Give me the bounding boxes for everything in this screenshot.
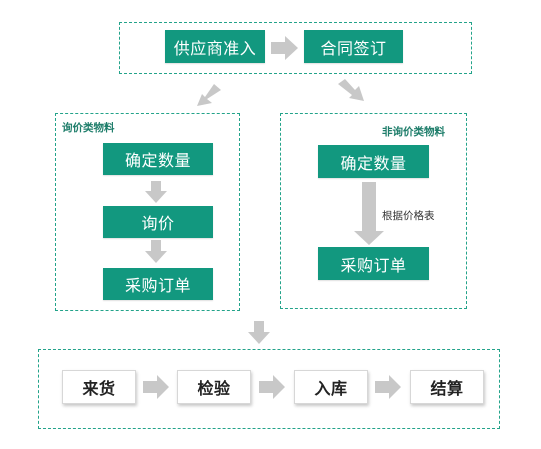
non-inquiry-quantity-node: 确定数量 — [318, 145, 429, 178]
inquiry-materials-title: 询价类物料 — [62, 122, 115, 134]
inspection-node: 检验 — [177, 370, 251, 404]
inquiry-purchase-order-label: 采购订单 — [124, 276, 191, 295]
non-inquiry-purchase-order-label: 采购订单 — [340, 255, 407, 275]
arrow-middle-to-bottom — [248, 321, 270, 344]
arrow-top-to-inquiry — [197, 84, 221, 106]
inquiry-quantity-label: 确定数量 — [124, 151, 191, 170]
price-list-edge-label: 根据价格表 — [382, 210, 435, 222]
inquiry-node: 询价 — [103, 206, 213, 238]
top-group-frame — [119, 22, 472, 74]
non-inquiry-materials-title: 非询价类物料 — [382, 126, 445, 138]
inquiry-purchase-order-node: 采购订单 — [103, 268, 213, 300]
receiving-node: 来货 — [62, 370, 136, 404]
non-inquiry-purchase-order-node: 采购订单 — [318, 247, 429, 280]
non-inquiry-quantity-label: 确定数量 — [340, 153, 407, 173]
supplier-admission-label: 供应商准入 — [173, 38, 257, 58]
inquiry-label: 询价 — [141, 214, 175, 233]
settlement-label: 结算 — [430, 379, 464, 398]
contract-signing-node: 合同签订 — [304, 30, 403, 63]
supplier-admission-node: 供应商准入 — [165, 30, 265, 63]
warehousing-label: 入库 — [314, 379, 348, 398]
contract-signing-label: 合同签订 — [320, 38, 387, 58]
arrow-top-to-non-inquiry — [338, 79, 364, 101]
settlement-node: 结算 — [410, 370, 484, 404]
bottom-group-frame — [38, 349, 500, 429]
receiving-label: 来货 — [82, 379, 116, 398]
inspection-label: 检验 — [197, 379, 231, 398]
inquiry-materials-frame — [55, 113, 240, 311]
non-inquiry-materials-frame — [280, 113, 467, 309]
inquiry-quantity-node: 确定数量 — [103, 143, 213, 175]
warehousing-node: 入库 — [294, 370, 368, 404]
